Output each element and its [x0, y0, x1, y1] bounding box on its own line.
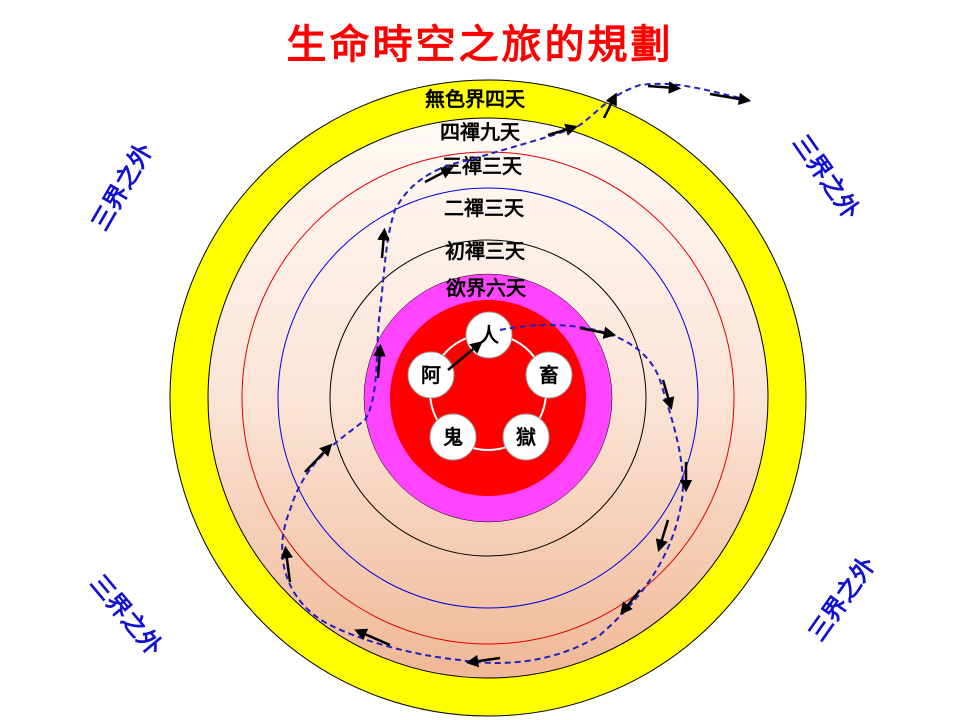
path-arrow: [424, 167, 454, 184]
realm-label-human: 人: [479, 323, 500, 347]
realm-animal: 畜: [525, 351, 573, 399]
path-arrow: [655, 519, 670, 552]
path-arrow: [709, 92, 752, 106]
realm-ghost: 鬼: [429, 413, 477, 461]
first-dhyana-ring: [329, 239, 647, 557]
path-arrow: [280, 545, 294, 583]
path-arrow: [377, 227, 390, 259]
path-arrow: [647, 81, 682, 94]
ring-label-first-dhyana: 初禪三天: [445, 239, 526, 263]
ring-label-fourth-dhyana: 四禪九天: [440, 120, 521, 144]
ring-label-formless: 無色界四天: [425, 87, 526, 111]
realm-human: 人: [465, 311, 513, 359]
realm-asura: 阿: [407, 351, 455, 399]
path-arrow: [547, 123, 578, 137]
ring-label-third-dhyana: 三禪三天: [442, 154, 523, 178]
path-arrow: [579, 326, 617, 339]
path-arrow: [304, 443, 333, 473]
journey-path: [281, 82, 751, 664]
second-dhyana-ring: [277, 187, 699, 609]
path-arrow: [354, 628, 391, 647]
ring-label-second-dhyana: 二禪三天: [444, 196, 525, 220]
realm-label-animal: 畜: [539, 363, 559, 387]
page-title: 生命時空之旅的規劃: [286, 21, 674, 68]
path-arrow: [620, 589, 641, 615]
realm-label-ghost: 鬼: [443, 425, 463, 449]
path-arrow: [447, 340, 483, 371]
realm-hell: 獄: [502, 413, 550, 461]
path-arrow: [661, 379, 675, 410]
third-dhyana-ring: [241, 151, 735, 645]
realm-label-hell: 獄: [515, 425, 536, 449]
path-arrow: [373, 343, 386, 379]
realm-label-asura: 阿: [421, 363, 441, 387]
ring-label-desire-realm: 欲界六天: [445, 276, 527, 300]
path-arrow: [602, 92, 617, 119]
path-arrow: [465, 654, 501, 668]
